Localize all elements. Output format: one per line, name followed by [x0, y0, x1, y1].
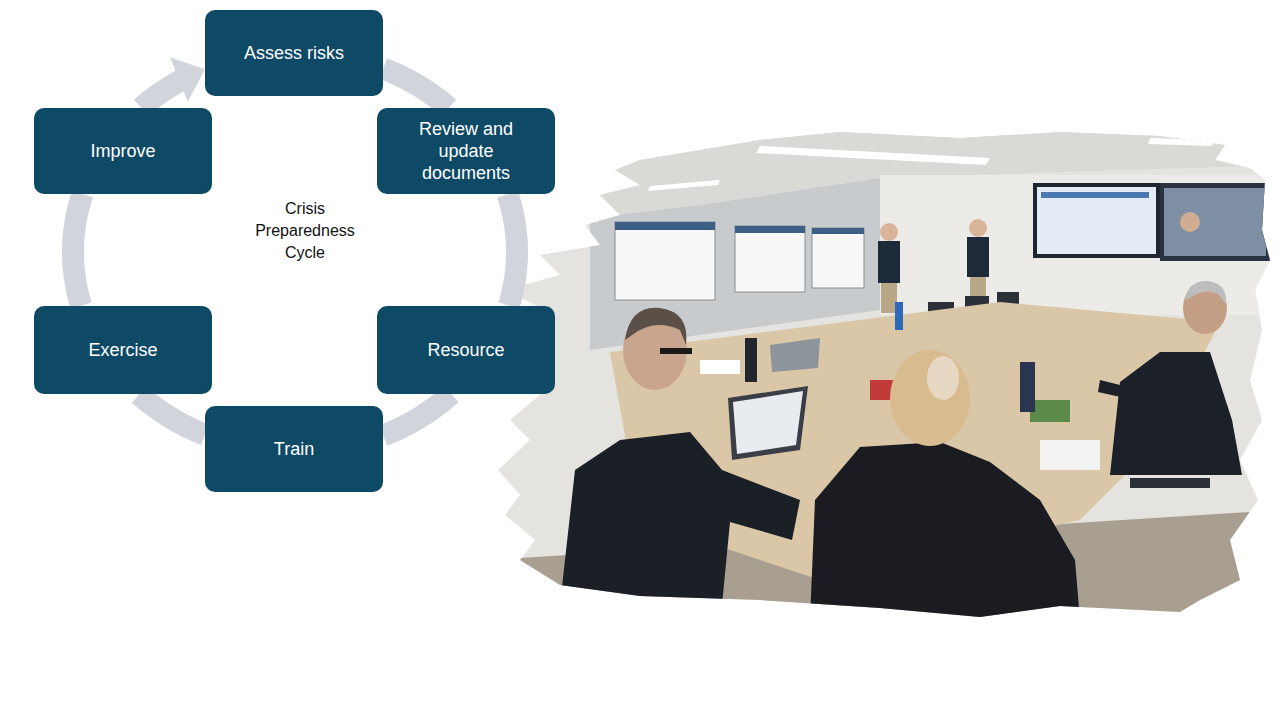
person-torso	[967, 237, 989, 277]
box-label: Resource	[427, 339, 504, 361]
bottle	[1020, 362, 1035, 412]
chair	[1130, 478, 1210, 488]
person-legs	[881, 283, 897, 313]
person-arm	[1098, 380, 1125, 398]
cycle-connector	[508, 194, 518, 306]
paper	[700, 360, 740, 374]
tv-frame	[1160, 183, 1270, 261]
room-ground	[490, 125, 1280, 625]
seated-person	[1110, 352, 1242, 475]
cycle-connector	[73, 194, 83, 306]
seated-person	[810, 442, 1080, 620]
box-label: Assess risks	[244, 42, 344, 64]
bottle	[895, 302, 903, 330]
whiteboard	[812, 228, 864, 288]
arrow-head	[170, 57, 205, 102]
box-label: Review and update documents	[401, 118, 531, 184]
process-box: Assess risks	[205, 10, 383, 96]
ring-arc	[383, 69, 449, 108]
person-hair	[1185, 281, 1226, 304]
whiteboard	[735, 226, 805, 292]
laptop	[770, 338, 820, 372]
ring-arc	[139, 394, 205, 435]
cycle-connector	[139, 394, 205, 435]
ceiling-light	[648, 180, 720, 191]
whiteboard-header	[812, 228, 864, 234]
person-head	[880, 223, 898, 241]
person-torso	[878, 241, 900, 283]
box-label: Improve	[90, 140, 155, 162]
cycle-connector	[141, 57, 205, 108]
bottle	[745, 338, 757, 382]
laptop-screen	[733, 391, 803, 454]
person-hair	[625, 308, 686, 345]
cycle-connector	[383, 394, 451, 436]
ring-arc	[73, 194, 83, 306]
screen-bar	[1041, 192, 1149, 198]
process-box: Resource	[377, 306, 555, 394]
tv-screen	[1037, 187, 1156, 254]
screen-person	[1180, 212, 1200, 232]
whiteboard	[615, 222, 715, 300]
ring-arc	[508, 194, 518, 306]
ceiling-light	[1148, 138, 1215, 146]
whiteboard-header	[735, 226, 805, 233]
book	[1030, 400, 1070, 422]
process-box: Exercise	[34, 306, 212, 394]
hair-clip	[927, 356, 959, 400]
process-box: Train	[205, 406, 383, 492]
person-hair	[890, 350, 970, 446]
box-label: Train	[274, 438, 314, 460]
cycle-connector	[383, 69, 449, 108]
paper	[1040, 440, 1100, 470]
tv-frame	[1033, 183, 1160, 258]
photo-content	[490, 125, 1280, 625]
box-label: Exercise	[88, 339, 157, 361]
ceiling-light	[756, 146, 990, 165]
laptop	[728, 386, 808, 460]
back-wall	[880, 175, 1280, 315]
video-call-screen	[1164, 188, 1266, 256]
cycle-title: Crisis Preparedness Cycle	[245, 198, 365, 264]
ring-arc	[141, 80, 182, 108]
person-head	[969, 219, 987, 237]
ring-arc	[383, 394, 451, 436]
glasses	[660, 348, 692, 354]
whiteboard-header	[615, 222, 715, 230]
seated-person	[560, 432, 800, 605]
process-box: Improve	[34, 108, 212, 194]
process-box: Review and update documents	[377, 108, 555, 194]
